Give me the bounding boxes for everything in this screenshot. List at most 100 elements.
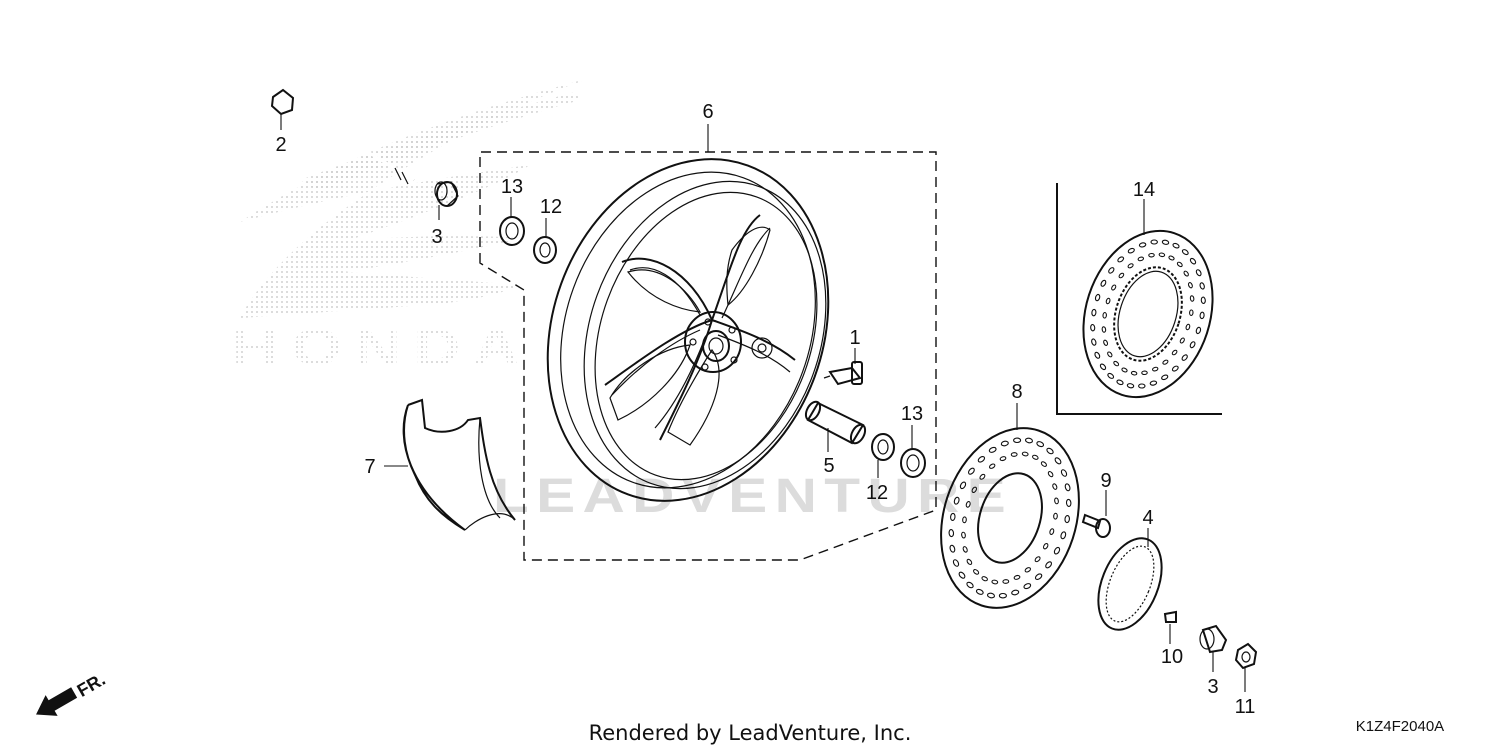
disk-vent-hole (1023, 583, 1032, 590)
disk-vent-hole (1179, 337, 1185, 344)
disk-vent-hole (1094, 351, 1101, 359)
disk-vent-hole (1199, 311, 1205, 320)
disk-vent-hole (1183, 270, 1189, 277)
disk-vent-hole (1161, 239, 1170, 245)
disk-vent-hole (1189, 295, 1195, 302)
callout-2: 2 (275, 134, 286, 156)
disk-vent-hole (1107, 351, 1113, 358)
disk-vent-hole (1053, 512, 1058, 520)
disk-vent-hole (1013, 437, 1022, 444)
disk-vent-hole (1064, 483, 1071, 492)
footer-credit: Rendered by LeadVenture, Inc. (589, 721, 912, 745)
disk-vent-hole (1149, 380, 1158, 386)
leader-lines (280, 114, 1246, 692)
disk-vent-hole (986, 592, 996, 599)
disk-vent-hole (1171, 365, 1179, 372)
front-wheel (546, 158, 830, 502)
disk-vent-hole (1064, 515, 1070, 524)
disk-vent-hole (959, 481, 967, 490)
callout-4: 4 (1142, 507, 1153, 529)
disk-vent-hole (962, 516, 967, 524)
callout-10: 10 (1161, 646, 1183, 668)
disk-vent-hole (1103, 339, 1109, 346)
bearing-right (871, 433, 895, 461)
disk-vent-hole (1060, 469, 1068, 477)
disk-vent-hole (952, 559, 960, 567)
disk-vent-hole (1091, 338, 1097, 346)
disk-vent-hole (1036, 441, 1045, 448)
disk-vent-hole (1113, 360, 1120, 367)
callout-3-lower: 3 (1207, 676, 1218, 698)
disk-vent-hole (1195, 326, 1202, 335)
disk-vent-hole (1034, 573, 1043, 580)
disk-vent-hole (977, 456, 986, 463)
disk-vent-hole (1150, 239, 1158, 245)
disk-vent-hole (999, 456, 1007, 462)
disk-vent-hole (1127, 247, 1135, 254)
callout-12-left: 12 (540, 196, 562, 218)
disk-vent-hole (1045, 561, 1053, 569)
disk-vent-hole (1172, 242, 1180, 249)
disk-vent-hole (991, 579, 999, 585)
distance-collar (804, 400, 867, 445)
disk-vent-hole (958, 571, 966, 579)
disk-vent-hole (1000, 440, 1009, 447)
disk-vent-hole (1181, 354, 1188, 361)
disk-vent-hole (962, 546, 968, 553)
disk-vent-hole (1053, 546, 1061, 555)
honda-watermark-text: HONDA (232, 319, 532, 377)
disk-vent-hole (998, 592, 1007, 599)
disk-vent-hole (1065, 498, 1072, 507)
disk-vent-hole (1151, 366, 1159, 372)
disk-vent-hole (1108, 267, 1115, 274)
disk-vent-hole (1024, 567, 1031, 573)
disk-vent-hole (988, 446, 997, 453)
disk-vent-hole (1130, 370, 1138, 376)
disk-vent-hole (1101, 326, 1107, 333)
disk-vent-hole (979, 473, 986, 480)
disk-vent-hole (981, 576, 988, 582)
disk-vent-hole (1176, 261, 1183, 268)
collar-lower (1199, 624, 1228, 654)
callout-13-left: 13 (501, 176, 523, 198)
disk-vent-hole (1046, 447, 1054, 455)
bearing-left (533, 236, 557, 264)
callout-3-upper: 3 (431, 226, 442, 248)
disk-vent-hole (1034, 556, 1041, 563)
disk-vent-hole (1161, 374, 1169, 381)
disk-vent-hole (1189, 257, 1197, 265)
disk-vent-hole (967, 467, 975, 475)
fender-guard (402, 398, 516, 531)
disk-vent-hole (1148, 252, 1155, 258)
disk-vent-hole (989, 463, 996, 469)
axle-nut (1234, 642, 1258, 670)
disk-vent-hole (1011, 589, 1020, 596)
leadventure-watermark-text: LEADVENTURE (493, 470, 1013, 523)
wheel-assembly-boundary (479, 151, 937, 561)
disk-vent-hole (1060, 531, 1067, 540)
disk-vent-hole (1040, 461, 1047, 467)
callout-12-right: 12 (866, 482, 888, 504)
disk-vent-hole (1171, 349, 1178, 356)
disk-vent-hole (1121, 367, 1128, 373)
disk-vent-hole (949, 544, 956, 553)
disk-vent-hole (1024, 437, 1034, 444)
disk-vent-hole (1158, 252, 1166, 258)
disk-vent-hole (966, 558, 973, 565)
disk-vent-hole (1127, 263, 1134, 269)
disk-vent-hole (1010, 452, 1018, 457)
front-arrow-icon (36, 687, 78, 716)
diagram-code: K1Z4F2040A (1356, 718, 1444, 735)
callout-9: 9 (1100, 470, 1111, 492)
callout-1: 1 (849, 327, 860, 349)
callout-14: 14 (1133, 179, 1155, 201)
disk-vent-hole (1138, 383, 1146, 389)
disk-vent-hole (1054, 457, 1062, 465)
optional-disk-bracket (1056, 183, 1222, 415)
disk-vent-hole (1126, 383, 1135, 389)
disk-vent-hole (1094, 293, 1101, 302)
axle-bolt (270, 88, 415, 185)
collar-upper (434, 181, 459, 207)
brake-disk-optional (1082, 229, 1214, 399)
